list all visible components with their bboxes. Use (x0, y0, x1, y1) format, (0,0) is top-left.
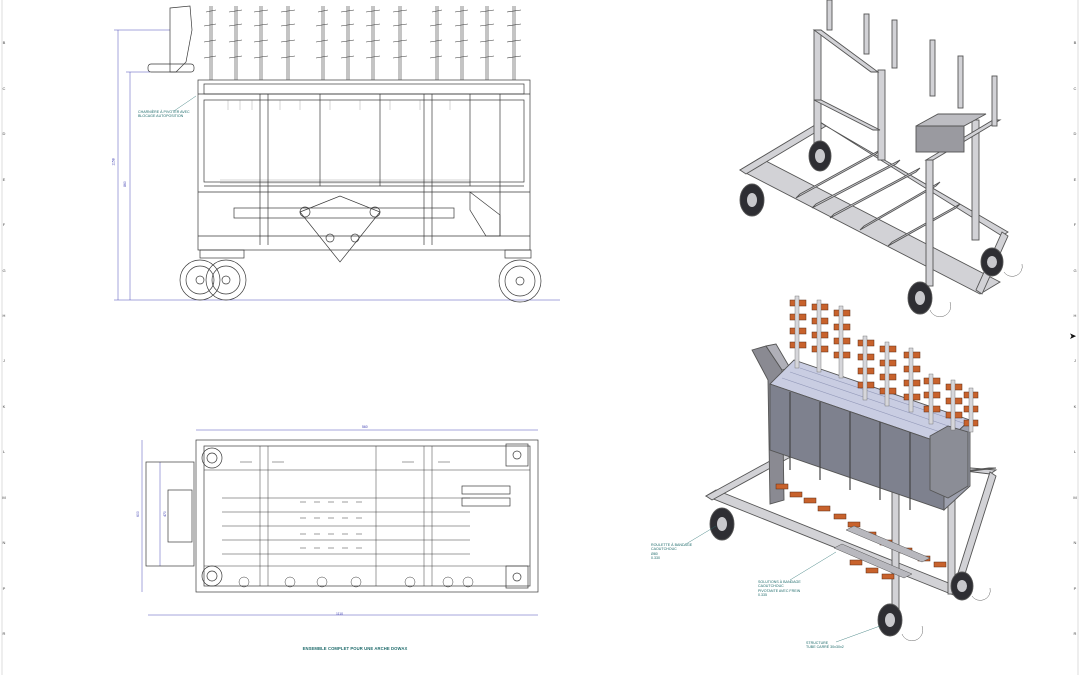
callout-iso-frame: STRUCTURE TUBE CARRÉ 30x30x2 (806, 641, 844, 650)
zone-letter: H (2, 313, 6, 318)
plan-clamps (238, 461, 474, 588)
iso-base-back-rail (819, 121, 1009, 237)
plan-handle (145, 461, 195, 567)
iso-top-clamps (789, 295, 979, 433)
dimension-plan-depth-inner: 470 (162, 511, 167, 517)
dimension-plan-width-top: 560 (362, 425, 368, 429)
side-elevation-view (114, 5, 560, 303)
zone-letter: R (2, 631, 6, 636)
dimension-side-height-total: 1158 (111, 158, 116, 166)
zone-letter: N (1073, 540, 1077, 545)
plan-frame-outer (195, 439, 539, 593)
zone-letter: C (2, 86, 6, 91)
zone-letter: B (1073, 40, 1077, 45)
plan-view (141, 429, 539, 616)
plan-casters (201, 443, 529, 589)
zone-letter: D (2, 131, 6, 136)
main-frame (197, 79, 531, 251)
zone-letter: L (2, 449, 6, 454)
zone-letter: R (1073, 631, 1077, 636)
rail-hatching (220, 100, 470, 184)
iso-upright-left (813, 29, 822, 161)
sheet-direction-arrow-icon: ➤ (1069, 332, 1077, 342)
zone-letter: C (1073, 86, 1077, 91)
waste-chute (469, 191, 501, 237)
dimension-plan-width-bottom: 1110 (336, 612, 344, 616)
dimension-side-height-top: 860 (122, 181, 127, 187)
zone-letter: D (1073, 131, 1077, 136)
side-caster-left (179, 249, 247, 301)
iso-end-plate (929, 425, 969, 499)
callout-iso-clamp: SOLUTIONS À BANDAGE CAOUTCHOUC PIVOTANTE… (758, 580, 801, 598)
zone-letter: F (1073, 222, 1077, 227)
zone-letter: G (2, 268, 6, 273)
side-dimension-lines (114, 29, 560, 301)
callout-side-pedal: CHARNIÈRE À PIVOTER AVEC BLOCAGE AUTOPOS… (138, 110, 190, 119)
side-caster-right (498, 249, 542, 303)
lower-clamp-bar (233, 207, 455, 219)
iso-assembled-wheels (709, 507, 974, 637)
zone-letter: P (2, 586, 6, 591)
drawing-title: ENSEMBLE COMPLET POUR UNE ARCHE DOWAX (302, 646, 408, 651)
iso-frame-view (739, 0, 1023, 318)
zone-letter: E (1073, 177, 1077, 182)
zone-letter: M (2, 495, 6, 500)
zone-letter: H (1073, 313, 1077, 318)
zone-letter: J (3, 358, 5, 363)
plan-rails (204, 446, 530, 586)
zone-letter: B (2, 40, 6, 45)
zone-letter: N (2, 540, 6, 545)
iso-upright-front (925, 159, 934, 287)
zone-letter: K (1073, 404, 1077, 409)
zone-letter: E (2, 177, 6, 182)
iso-upright-mid (877, 69, 886, 161)
plan-chute (461, 485, 511, 495)
iso-upright-right (971, 119, 980, 241)
side-toggle-clamps (203, 6, 522, 80)
iso-assembled-view (704, 295, 998, 642)
dimension-plan-depth-left: 600 (135, 511, 140, 517)
callout-leaders (173, 95, 881, 643)
zone-letter: P (1073, 586, 1077, 591)
lower-clamp-diamond (299, 195, 381, 263)
zone-letter: J (1074, 358, 1076, 363)
iso-base-front-rail (739, 157, 1001, 295)
push-handle (169, 5, 193, 73)
callout-iso-wheel: ROULETTE À BANDAGE CAOUTCHOUC Ø80 0.330 (651, 543, 693, 561)
zone-letter: F (2, 222, 6, 227)
zone-letter: G (1073, 268, 1077, 273)
plan-dimension-lines (141, 429, 538, 616)
zone-letter: L (1073, 449, 1077, 454)
iso-gearbox (915, 125, 965, 153)
zone-letter: K (2, 404, 6, 409)
zone-letter: M (1073, 495, 1077, 500)
handle-bar (147, 63, 195, 73)
